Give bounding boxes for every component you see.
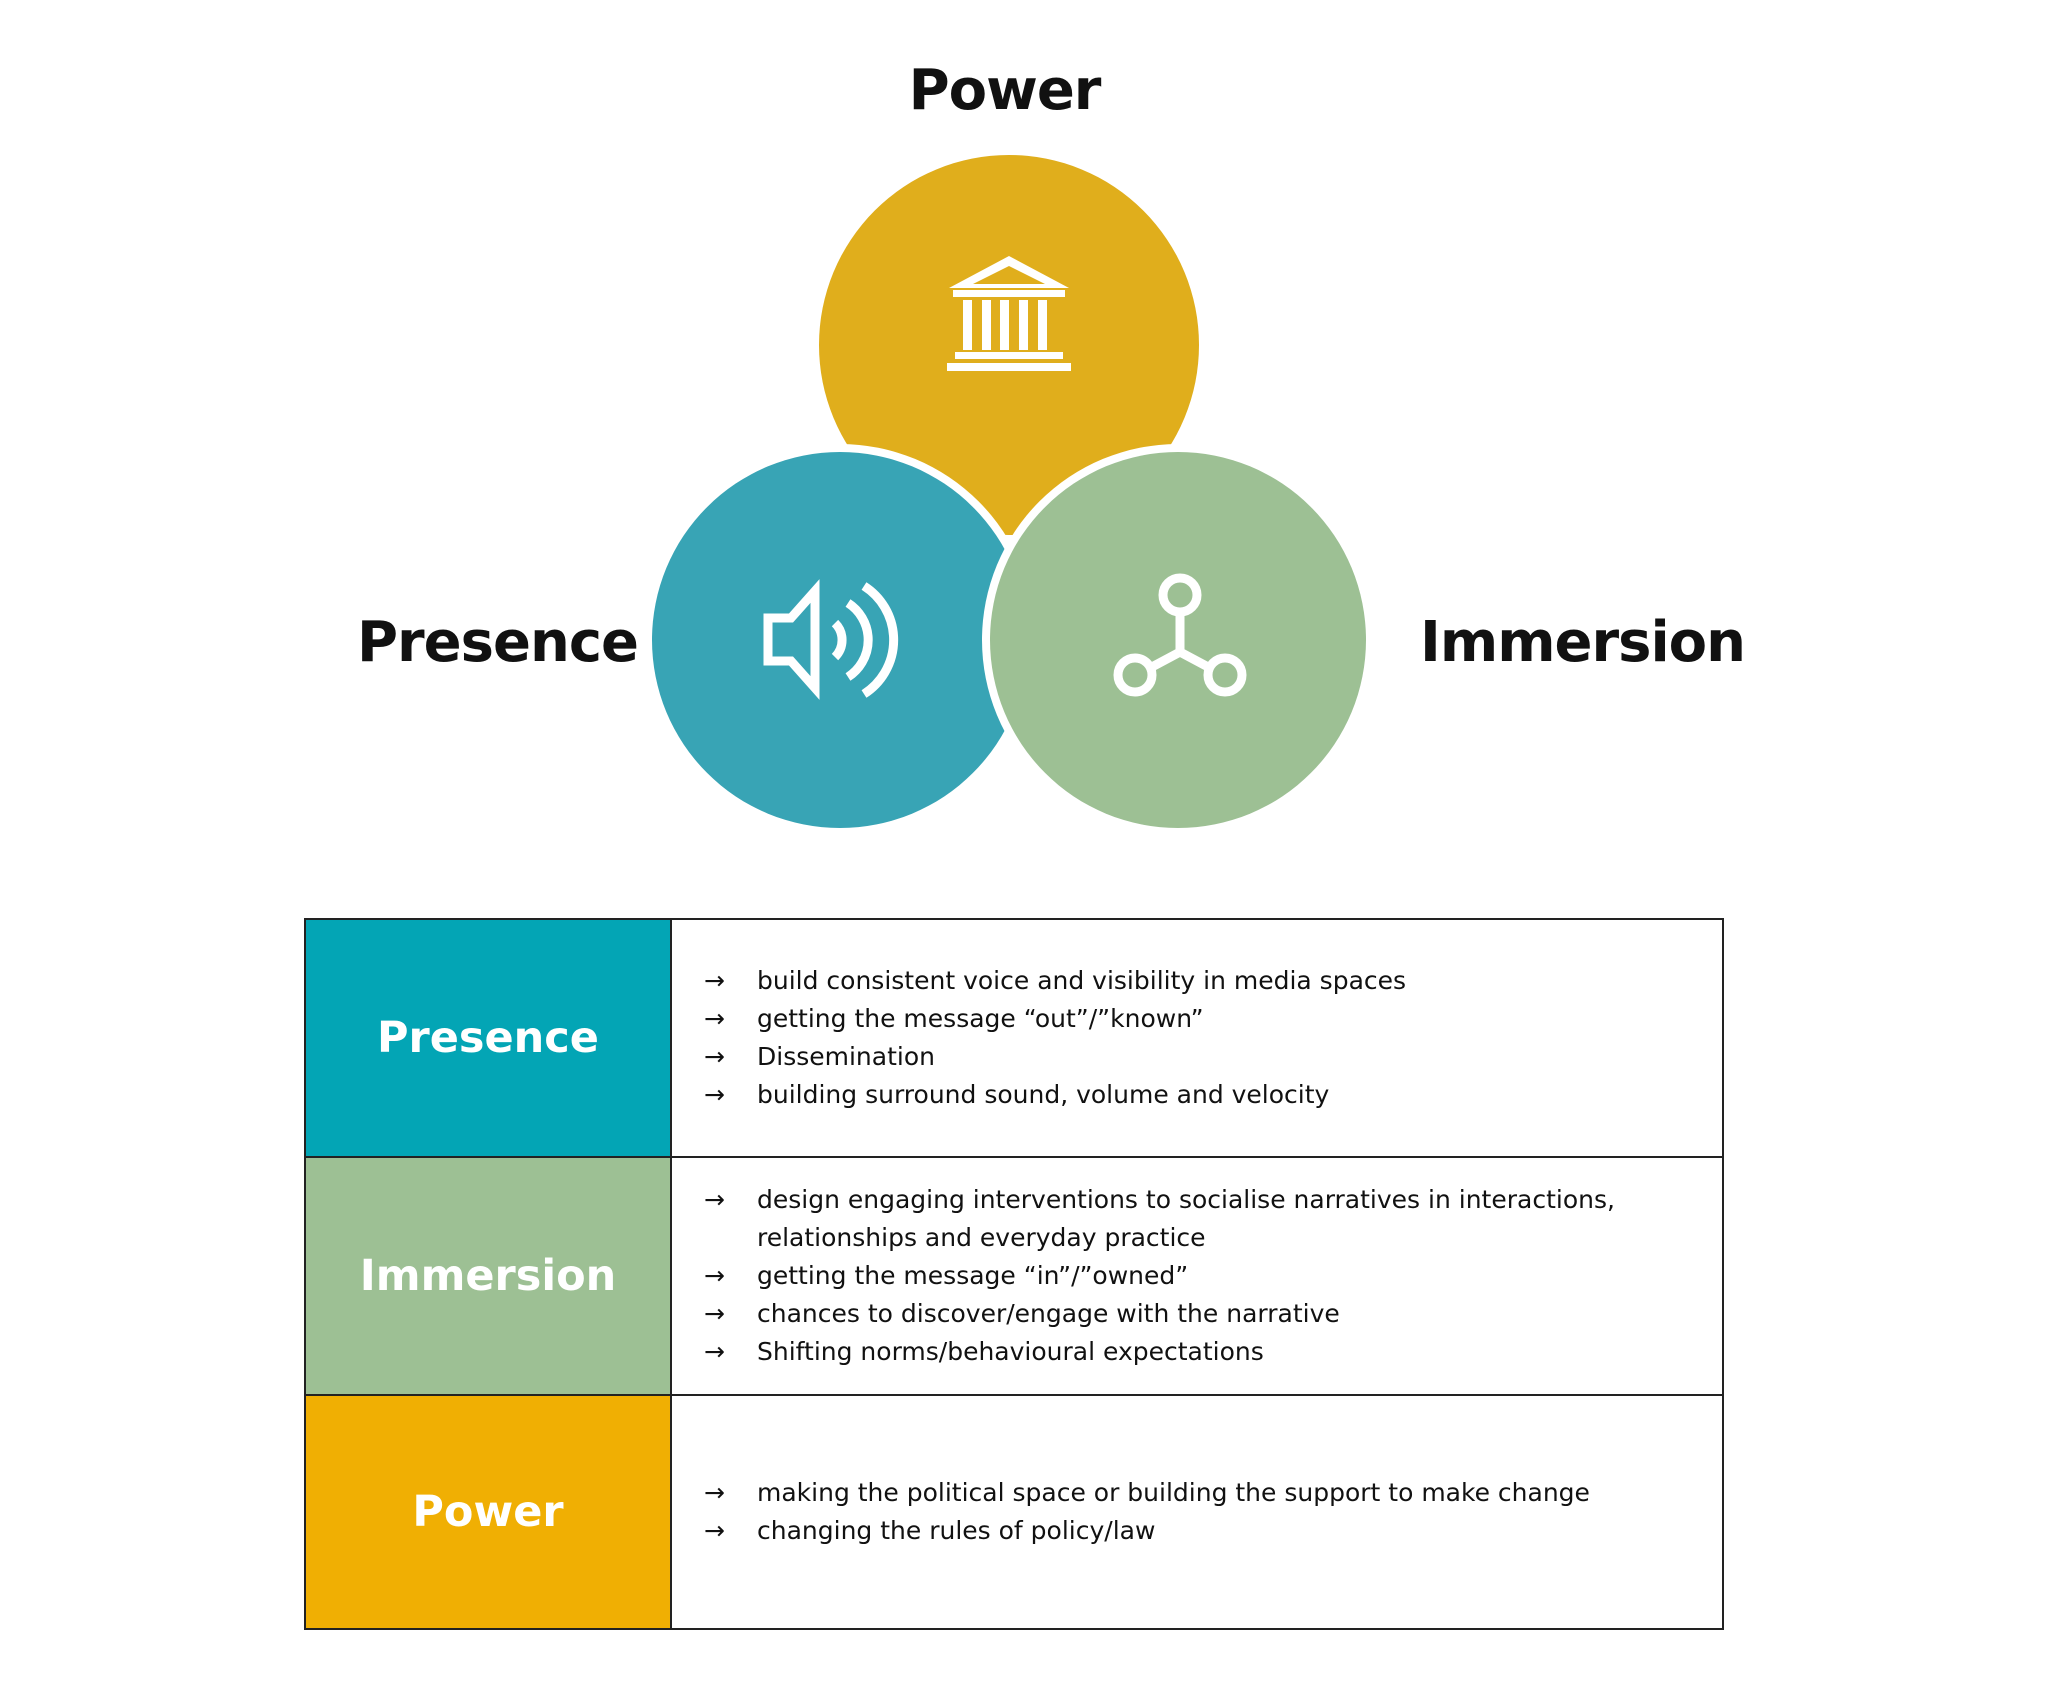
row-bullets-presence: → build consistent voice and visibility i…	[672, 920, 1722, 1156]
table-row-immersion: Immersion → design engaging interventions…	[306, 1156, 1722, 1394]
power-label: Power	[908, 58, 1102, 123]
arrow-right-icon: →	[704, 1004, 725, 1033]
list-item: → getting the message “out”/”known”	[704, 1000, 1722, 1038]
arrow-right-icon: →	[704, 1080, 725, 1109]
list-item: → chances to discover/engage with the nar…	[704, 1295, 1722, 1333]
list-item: → design engaging interventions to social…	[704, 1181, 1722, 1257]
arrow-right-icon: →	[704, 966, 725, 995]
row-label-power: Power	[306, 1396, 672, 1628]
bullet-text: Dissemination	[757, 1042, 935, 1071]
bullet-text: build consistent voice and visibility in…	[757, 966, 1407, 995]
list-item: → build consistent voice and visibility i…	[704, 962, 1722, 1000]
summary-table: Presence → build consistent voice and vis…	[304, 918, 1724, 1630]
arrow-right-icon: →	[704, 1337, 725, 1366]
bank-icon	[947, 256, 1071, 371]
presence-label: Presence	[357, 610, 639, 675]
bullet-text: Shifting norms/behavioural expectations	[757, 1337, 1264, 1366]
bullet-text: building surround sound, volume and velo…	[757, 1080, 1330, 1109]
list-item: → getting the message “in”/”owned”	[704, 1257, 1722, 1295]
list-item: → Dissemination	[704, 1038, 1722, 1076]
bullet-text: changing the rules of policy/law	[757, 1516, 1156, 1545]
bullet-text: making the political space or building t…	[757, 1478, 1590, 1507]
arrow-right-icon: →	[704, 1042, 725, 1071]
table-row-presence: Presence → build consistent voice and vis…	[306, 920, 1722, 1156]
speaker-icon	[763, 579, 899, 700]
network-nodes-icon	[1113, 573, 1247, 697]
three-circle-diagram	[652, 155, 1366, 828]
table-row-power: Power → making the political space or bui…	[306, 1394, 1722, 1628]
list-item: → changing the rules of policy/law	[704, 1512, 1722, 1550]
row-label-presence: Presence	[306, 920, 672, 1156]
row-bullets-immersion: → design engaging interventions to social…	[672, 1158, 1722, 1394]
arrow-right-icon: →	[704, 1516, 725, 1545]
bullet-text: chances to discover/engage with the narr…	[757, 1299, 1340, 1328]
list-item: → building surround sound, volume and vel…	[704, 1076, 1722, 1114]
arrow-right-icon: →	[704, 1261, 725, 1290]
row-label-immersion: Immersion	[306, 1158, 672, 1394]
row-bullets-power: → making the political space or building …	[672, 1396, 1722, 1628]
arrow-right-icon: →	[704, 1478, 725, 1507]
bullet-text: design engaging interventions to sociali…	[757, 1185, 1615, 1252]
arrow-right-icon: →	[704, 1185, 725, 1214]
bullet-text: getting the message “in”/”owned”	[757, 1261, 1189, 1290]
immersion-label: Immersion	[1420, 610, 1746, 675]
list-item: → making the political space or building …	[704, 1474, 1722, 1512]
arrow-right-icon: →	[704, 1299, 725, 1328]
list-item: → Shifting norms/behavioural expectations	[704, 1333, 1722, 1371]
bullet-text: getting the message “out”/”known”	[757, 1004, 1204, 1033]
